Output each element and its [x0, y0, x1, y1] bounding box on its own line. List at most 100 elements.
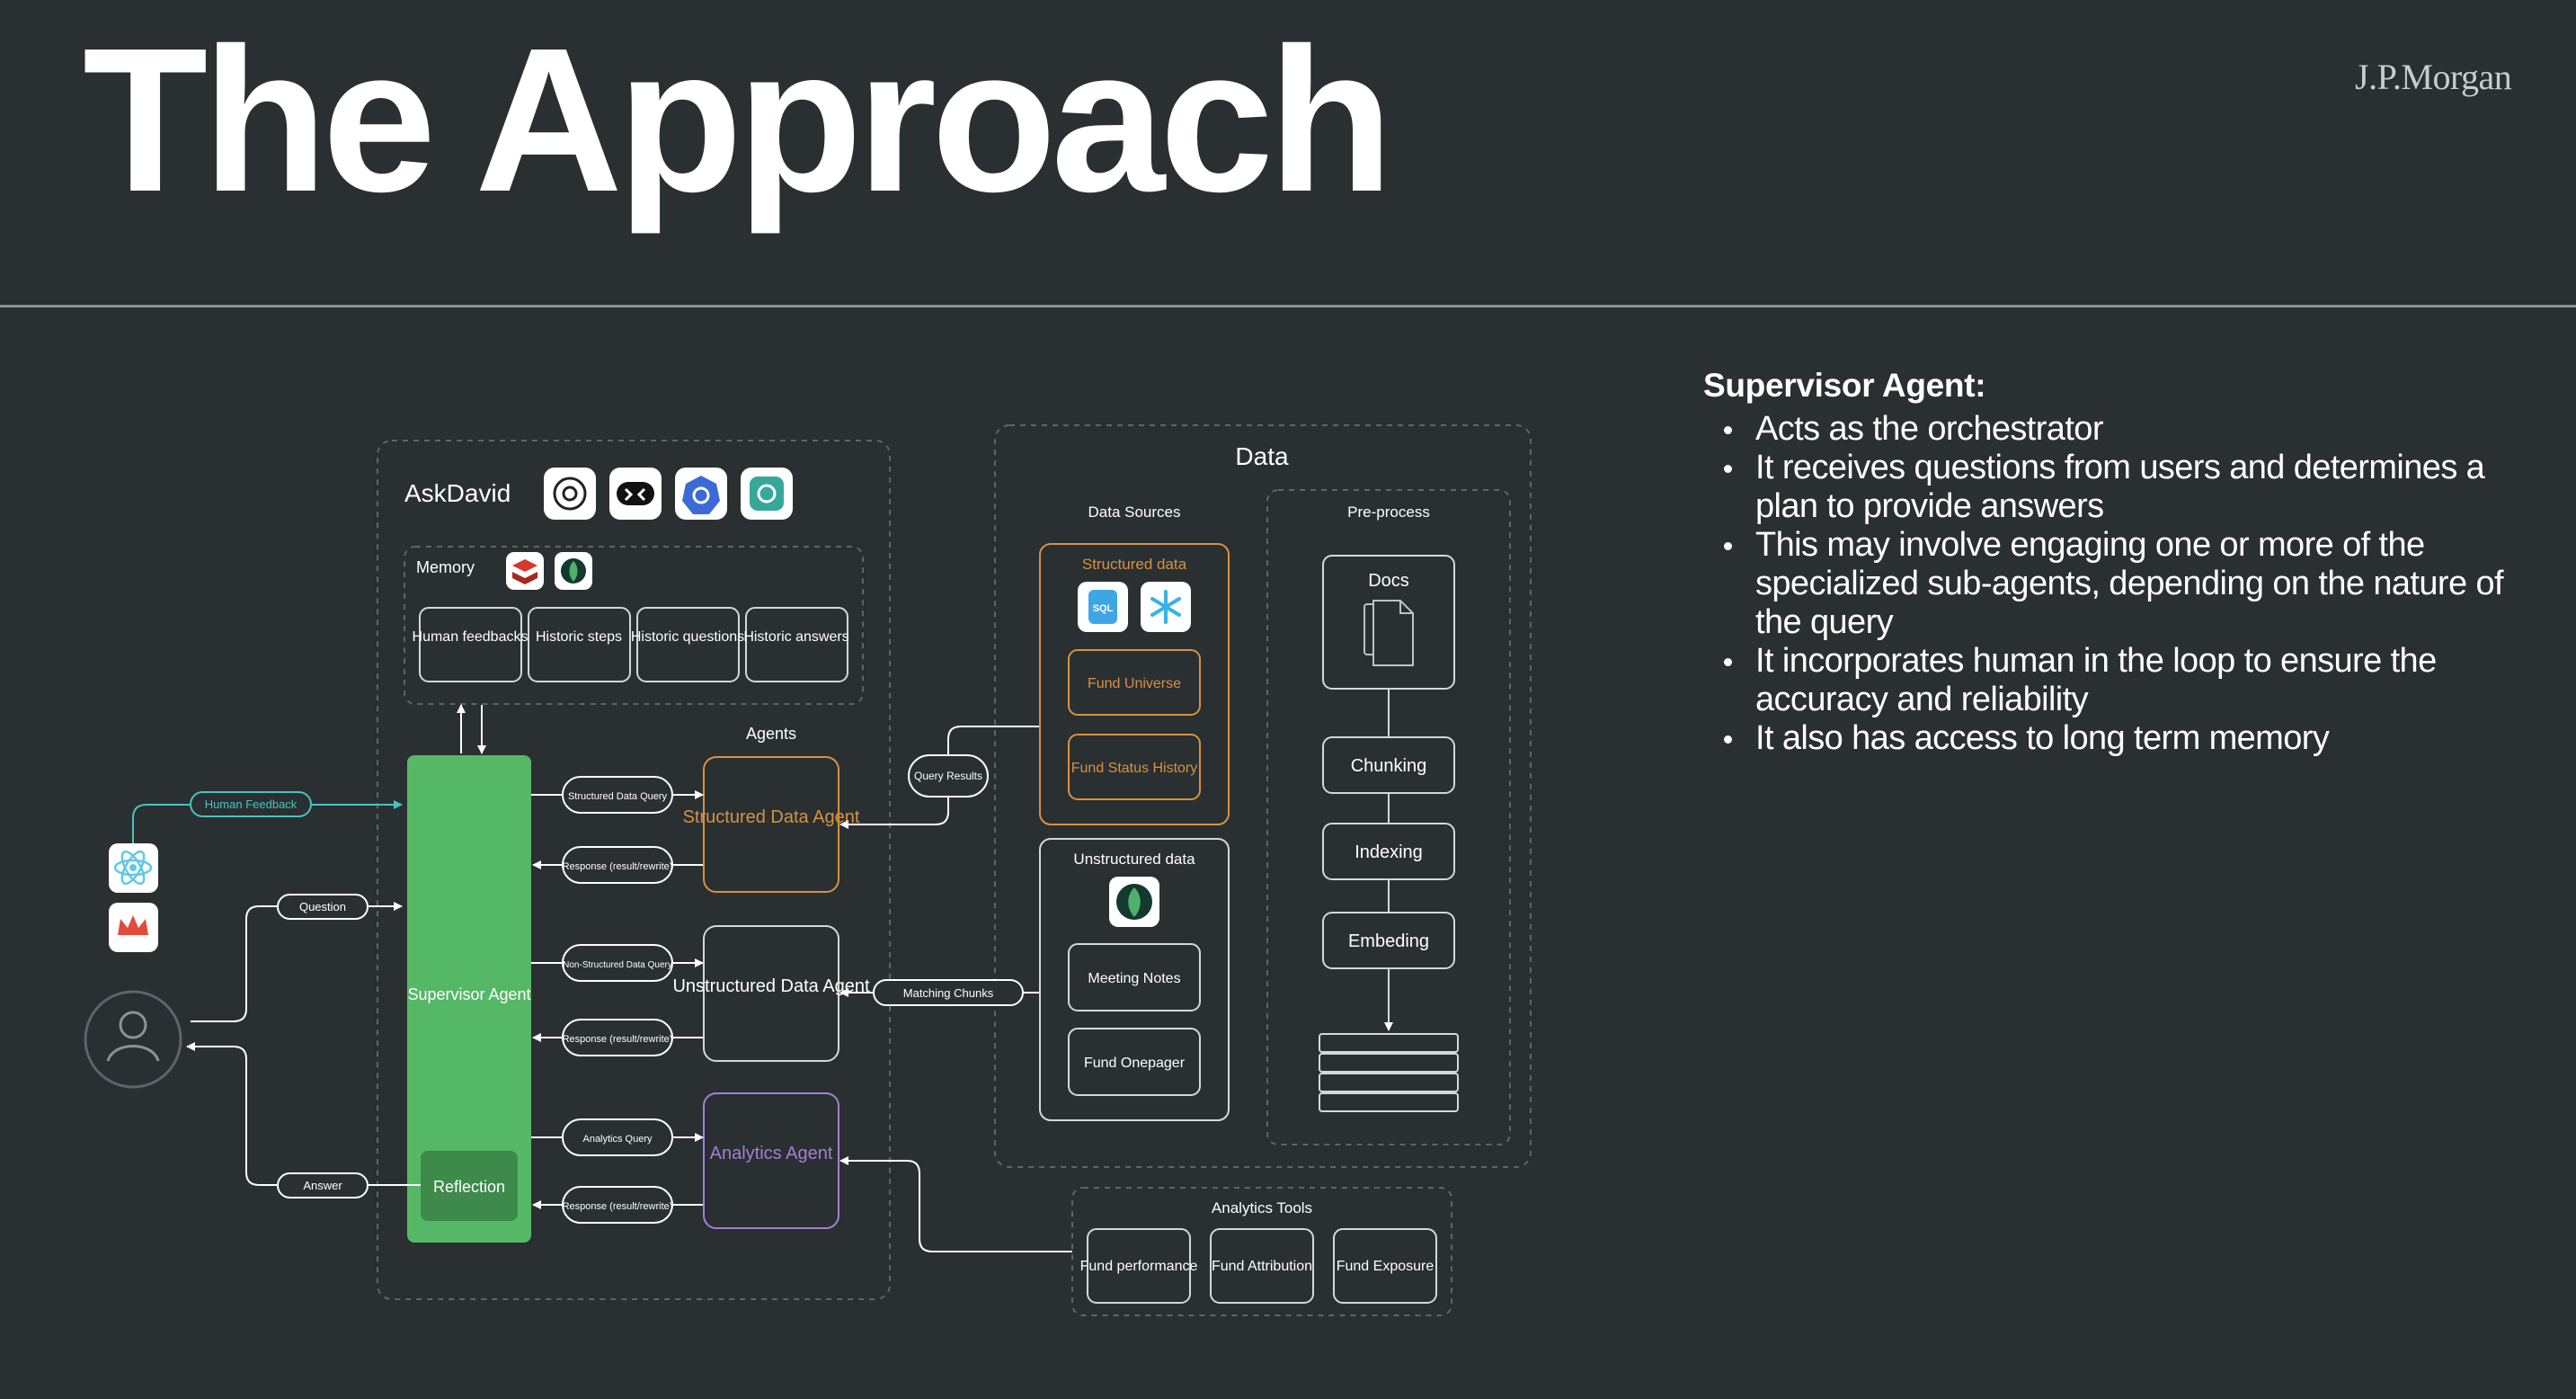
panel-bullet-list: Acts as the orchestrator It receives que…	[1703, 410, 2539, 758]
svg-text:SQL: SQL	[1093, 603, 1114, 614]
snowflake-icon	[1141, 582, 1191, 632]
unstructured-response-pill	[562, 1019, 673, 1056]
fund-onepager-label: Fund Onepager	[1084, 1056, 1186, 1071]
unstructured-data-label: Unstructured data	[1073, 851, 1195, 868]
answer-pill	[277, 1172, 369, 1199]
unstructured-query-label: Non-Structured Data Query	[563, 960, 672, 970]
memory-container	[404, 546, 864, 705]
structured-query-pill	[562, 776, 673, 814]
human-feedback-label: Human Feedback	[205, 798, 298, 811]
memory-items: Human feedbacks Historic steps Historic …	[413, 607, 849, 682]
data-sources-label: Data Sources	[1088, 503, 1181, 521]
openai-icon	[544, 468, 596, 520]
question-line	[191, 902, 403, 1022]
matching-chunks-pill	[873, 979, 1024, 1006]
fund-onepager-box	[1068, 1028, 1201, 1096]
memory-item-box	[419, 607, 522, 682]
slide-title: The Approach	[83, 6, 1393, 235]
meeting-notes-box	[1068, 943, 1201, 1011]
kubernetes-icon	[675, 468, 727, 520]
app-icon	[741, 468, 793, 520]
panel-bullet: It also has access to long term memory	[1703, 719, 2539, 758]
memory-label: Memory	[416, 558, 475, 576]
unstructured-data-agent-box	[703, 925, 839, 1062]
panel-bullet: Acts as the orchestrator	[1703, 410, 2539, 449]
analytics-agent-label: Analytics Agent	[710, 1144, 833, 1163]
structured-response-label: Response (result/rewrite)	[563, 861, 673, 872]
agent-flows: Structured Data Query Response (result/r…	[531, 776, 704, 1224]
query-results-pill	[908, 754, 989, 798]
askdavid-label: AskDavid	[404, 479, 511, 507]
fund-exposure-box	[1333, 1228, 1437, 1304]
reflection-label: Reflection	[433, 1178, 505, 1196]
memory-item-box	[528, 607, 631, 682]
fund-status-history-label: Fund Status History	[1071, 761, 1198, 776]
chunking-label: Chunking	[1351, 756, 1427, 776]
structured-data-agent-label: Structured Data Agent	[683, 807, 860, 827]
fund-status-history-box	[1068, 734, 1201, 800]
title-divider	[0, 305, 2576, 307]
supervisor-agent-label: Supervisor Agent	[407, 985, 530, 1003]
panel-bullet: It receives questions from users and det…	[1703, 449, 2539, 526]
structured-data-box	[1039, 543, 1230, 825]
memory-item-box	[636, 607, 740, 682]
supervisor-agent-block	[407, 755, 531, 1243]
meeting-notes-label: Meeting Notes	[1088, 971, 1180, 986]
fund-exposure-label: Fund Exposure	[1337, 1259, 1435, 1274]
supervisor-agent-panel: Supervisor Agent: Acts as the orchestrat…	[1703, 367, 2539, 758]
mongodb-icon	[1109, 877, 1159, 927]
unstructured-response-label: Response (result/rewrite)	[563, 1034, 673, 1045]
analytics-agent-box	[703, 1092, 839, 1229]
query-results-label: Query Results	[914, 770, 982, 782]
analytics-response-label: Response (result/rewrite)	[563, 1201, 673, 1212]
brand-logo: J.P.Morgan	[2355, 57, 2512, 97]
answer-line	[186, 1042, 421, 1186]
memory-item-human-feedbacks: Human feedbacks	[413, 629, 529, 645]
analytics-response-pill	[562, 1186, 673, 1224]
question-label: Question	[299, 900, 346, 913]
matching-chunks-label: Matching Chunks	[903, 986, 994, 1000]
indexing-label: Indexing	[1355, 842, 1423, 862]
fund-attribution-label: Fund Attribution	[1212, 1259, 1312, 1274]
fund-universe-box	[1068, 649, 1201, 716]
analytics-query-label: Analytics Query	[582, 1134, 653, 1145]
unstructured-data-agent-label: Unstructured Data Agent	[672, 976, 869, 996]
documents-icon	[1364, 600, 1414, 666]
data-label: Data	[1235, 442, 1289, 470]
memory-item-historic-steps: Historic steps	[536, 629, 622, 645]
structured-data-agent-box	[703, 756, 839, 893]
sql-database-icon: SQL	[1078, 582, 1128, 632]
embeding-label: Embeding	[1348, 931, 1429, 951]
answer-label: Answer	[303, 1179, 342, 1192]
fund-universe-label: Fund Universe	[1088, 676, 1181, 691]
reflection-block	[421, 1151, 518, 1221]
memory-item-box	[745, 607, 848, 682]
preprocess-label: Pre-process	[1347, 503, 1430, 521]
memory-item-historic-answers: Historic answers	[743, 629, 848, 645]
react-icon	[109, 843, 158, 893]
structured-data-label: Structured data	[1082, 556, 1187, 573]
panel-bullet: It incorporates human in the loop to ens…	[1703, 642, 2539, 719]
fund-performance-box	[1087, 1228, 1191, 1304]
human-feedback-line	[132, 800, 403, 843]
redis-icon	[506, 552, 544, 590]
structured-query-label: Structured Data Query	[568, 791, 668, 802]
vs-icon	[609, 468, 662, 520]
analytics-tools-label: Analytics Tools	[1212, 1199, 1312, 1216]
preprocess-container	[1266, 489, 1511, 1145]
user-avatar-icon	[84, 990, 182, 1089]
vector-store-icon	[1319, 1033, 1459, 1112]
human-feedback-pill	[190, 791, 312, 817]
docs-label: Docs	[1368, 571, 1409, 591]
agents-label: Agents	[746, 725, 796, 743]
askdavid-container	[377, 440, 891, 1300]
structured-response-pill	[562, 846, 673, 884]
crown-icon	[109, 903, 158, 952]
unstructured-data-box	[1039, 838, 1230, 1121]
panel-heading: Supervisor Agent:	[1703, 367, 1986, 404]
memory-item-historic-questions: Historic questions	[631, 629, 744, 645]
data-container	[994, 424, 1532, 1168]
fund-performance-label: Fund performance	[1080, 1259, 1198, 1274]
mongodb-icon	[555, 552, 592, 590]
